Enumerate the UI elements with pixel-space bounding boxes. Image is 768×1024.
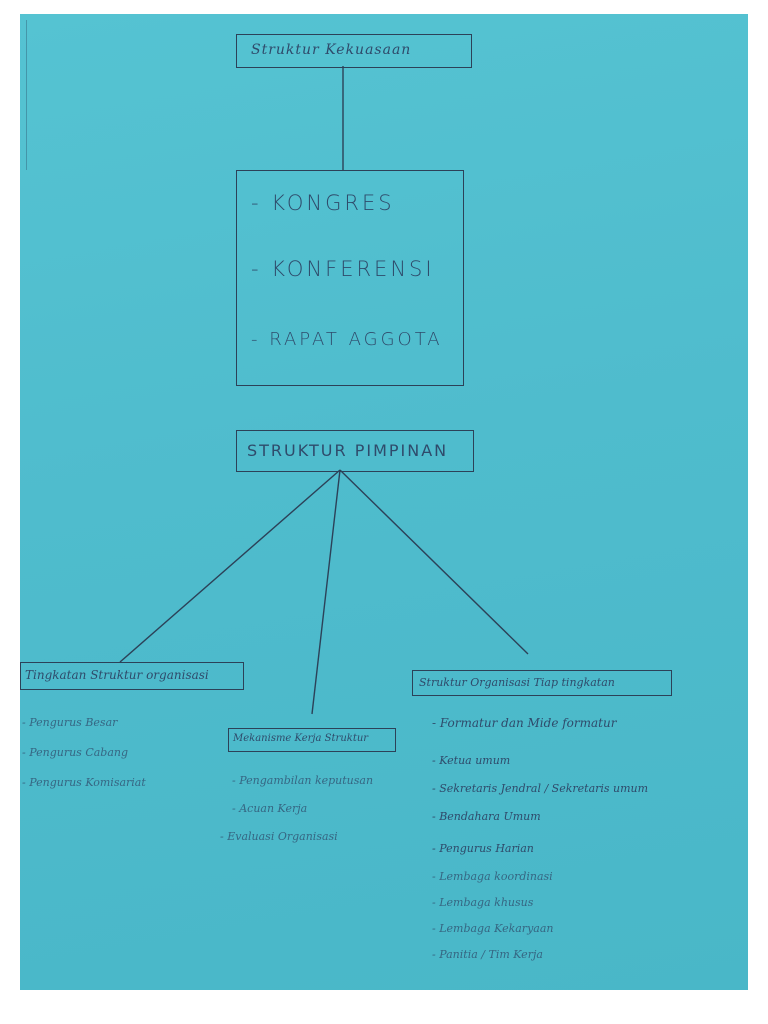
middle-item: - Acuan Kerja [232,802,308,815]
left-item: - Pengurus Besar [22,716,118,729]
power-item: - KONFERENSI [251,257,435,281]
connector-to-left [119,469,341,663]
power-structure-box: Struktur Kekuasaan [236,34,472,68]
connector-to-middle [311,469,341,715]
leadership-structure-title: STRUKTUR PIMPINAN [247,441,449,460]
diagram-paper: Struktur Kekuasaan - KONGRES - KONFERENS… [20,14,748,990]
power-item: - RAPAT AGGOTA [251,329,443,350]
right-item: - Sekretaris Jendral / Sekretaris umum [432,782,649,795]
middle-branch-title: Mekanisme Kerja Struktur [233,733,369,744]
left-branch-box: Tingkatan Struktur organisasi [20,662,244,690]
middle-item: - Pengambilan keputusan [232,774,374,787]
right-item: - Bendahara Umum [432,810,541,823]
right-branch-title: Struktur Organisasi Tiap tingkatan [419,676,615,689]
right-item: - Panitia / Tim Kerja [432,948,543,961]
connector-to-right [339,469,529,655]
right-item: - Ketua umum [432,754,511,767]
right-item: - Lembaga khusus [432,896,534,909]
power-item: - KONGRES [251,191,395,215]
left-item: - Pengurus Cabang [22,746,129,759]
middle-branch-box: Mekanisme Kerja Struktur [228,728,396,752]
right-item: - Lembaga koordinasi [432,870,553,883]
right-item: - Lembaga Kekaryaan [432,922,554,935]
right-item: - Formatur dan Mide formatur [432,716,617,730]
leadership-structure-box: STRUKTUR PIMPINAN [236,430,474,472]
right-branch-box: Struktur Organisasi Tiap tingkatan [412,670,672,696]
left-item: - Pengurus Komisariat [22,776,146,789]
middle-item: - Evaluasi Organisasi [220,830,338,843]
right-item: - Pengurus Harian [432,842,534,855]
power-structure-title: Struktur Kekuasaan [251,42,412,58]
connector-lines [119,66,529,715]
corner-doodle [26,20,71,170]
left-branch-title: Tingkatan Struktur organisasi [25,668,209,682]
power-items-box: - KONGRES - KONFERENSI - RAPAT AGGOTA [236,170,464,386]
